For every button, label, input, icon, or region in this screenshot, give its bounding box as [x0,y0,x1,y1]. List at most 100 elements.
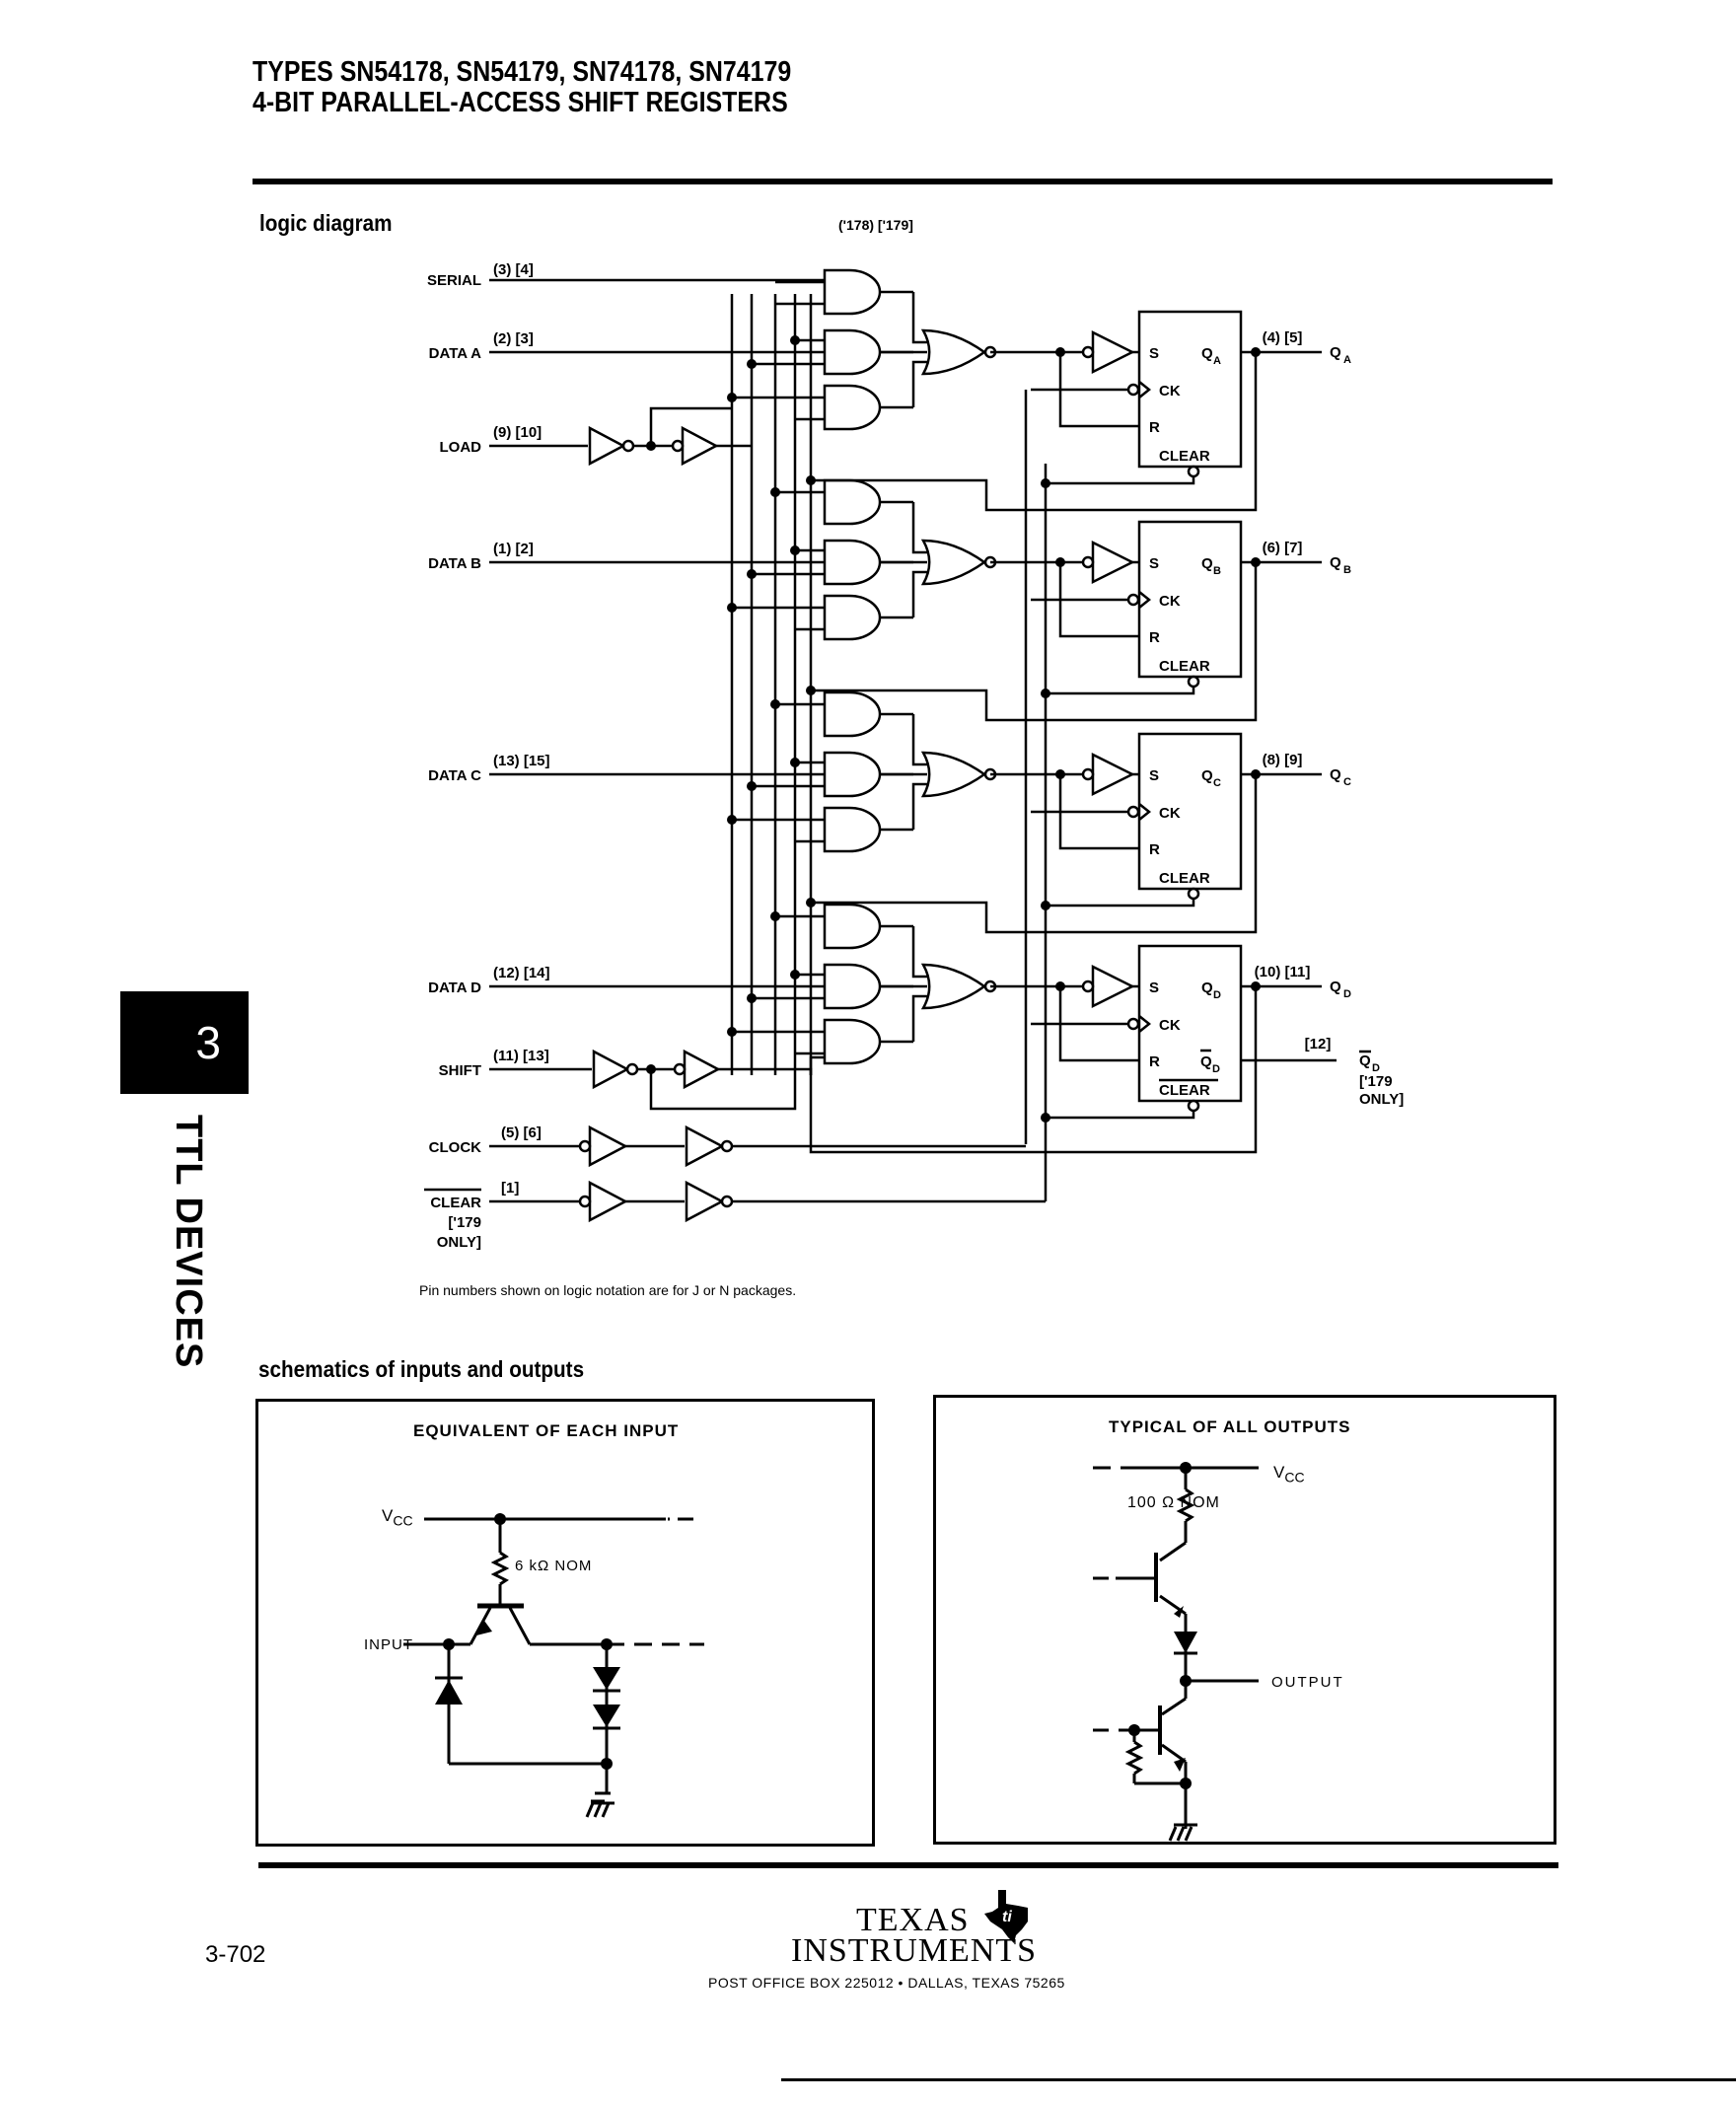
q-output-sub: B [1343,564,1351,576]
schematics-heading: schematics of inputs and outputs [258,1356,585,1382]
input-resistor-label: 6 kΩ NOM [515,1558,593,1574]
flip-flop [1137,732,1243,891]
and-gate [823,384,882,431]
section-tab: 3 [120,991,249,1094]
ff-q-sub: B [1213,565,1221,577]
clear-inverter [685,1180,725,1223]
wire [718,1067,813,1075]
ff-r-label: R [1149,1053,1160,1070]
inversion-bubble [1126,1017,1140,1031]
wire [911,994,927,1042]
wire [911,570,927,617]
data-input-label: DATA A [429,345,481,362]
clock-triangle [1138,381,1152,399]
junction-dot [1128,1724,1140,1736]
and-gate [823,594,882,641]
clock-triangle [1138,803,1152,821]
wire [911,502,927,554]
inversion-bubble [621,439,635,453]
flip-flop [1137,520,1243,679]
ff-clear-label: CLEAR [1159,1082,1210,1099]
q-output-sub: A [1343,354,1351,366]
q-output-label: Q [1330,554,1341,571]
clock-triangle [1138,591,1152,609]
output-vcc-label: VCC [1273,1463,1305,1486]
clear-bubble [1187,465,1200,478]
wire [911,714,927,766]
ff-q-sub: C [1213,777,1221,789]
output-resistor-label: 100 Ω NOM [1127,1494,1220,1511]
clear-note: ['179 [448,1214,481,1231]
qd-bar-label: Q [1200,1053,1212,1070]
load-buffer [681,425,719,467]
input-label: INPUT [364,1636,413,1653]
clock-inverter [685,1125,725,1168]
output-box-title: TYPICAL OF ALL OUTPUTS [1109,1417,1351,1436]
pin-footnote: Pin numbers shown on logic notation are … [419,1282,797,1298]
ff-q-label: Q [1201,345,1213,362]
qd-bar-out-label: Q [1359,1052,1371,1069]
and-gate [823,963,882,1010]
ff-s-label: S [1149,767,1159,784]
wire [911,782,927,830]
qd-bar-sub: D [1212,1063,1220,1075]
wire [1046,899,1195,907]
ff-clear-label: CLEAR [1159,870,1210,887]
ff-s-label: S [1149,979,1159,996]
and-gate [823,751,882,798]
nor-gate [920,328,987,376]
and-gate [823,328,882,376]
and-gate [823,539,882,586]
inverter-buffer [1091,752,1135,797]
qd-bar-note: ['179 [1359,1073,1393,1090]
data-input-label: DATA B [428,555,481,572]
package-legend: ('178) ['179] [838,217,913,233]
footer-rule [258,1862,1558,1868]
and-gate [823,903,882,950]
qd-bar-note: ONLY] [1359,1091,1404,1108]
and-gate [823,478,882,526]
clear-buffer [588,1180,628,1223]
and-gate [823,268,882,316]
clear-bubble [1187,1099,1200,1113]
inversion-bubble [578,1139,592,1153]
data-input-pins: (2) [3] [493,330,534,347]
wire [811,774,1258,934]
clock-pins: (5) [6] [501,1125,542,1141]
ff-ck-label: CK [1159,383,1181,399]
clear-note: ONLY] [437,1234,481,1251]
serial-label: SERIAL [427,272,481,289]
input-circuit [403,1513,704,1818]
q-output-sub: D [1343,988,1351,1000]
shift-buffer [683,1049,721,1090]
output-circuit [1093,1462,1259,1842]
company-line-1: TEXAS [856,1902,970,1938]
and-gate [823,1018,882,1065]
section-number: 3 [195,1017,221,1068]
wire [911,360,927,407]
title-line-1: TYPES SN54178, SN54179, SN74178, SN74179 [253,56,792,88]
bottom-scan-line [781,2078,1736,2081]
header-rule [253,179,1553,184]
inversion-bubble [1126,805,1140,819]
inverter-buffer [1091,329,1135,375]
ff-q-label: Q [1201,555,1213,572]
inversion-bubble [720,1195,734,1208]
company-line-2: INSTRUMENTS [791,1932,1038,1969]
logic-diagram-heading: logic diagram [259,210,393,236]
q-output-sub: C [1343,776,1351,788]
ff-clear-label: CLEAR [1159,658,1210,675]
data-input-pins: (1) [2] [493,541,534,557]
clear-label: CLEAR [430,1195,481,1211]
q-output-pins: (6) [7] [1263,540,1303,556]
ff-r-label: R [1149,629,1160,646]
junction-dot [1180,1675,1192,1687]
data-input-pins: (13) [15] [493,753,550,769]
q-output-pins: (8) [9] [1263,752,1303,768]
q-output-label: Q [1330,344,1341,361]
wire [809,986,1258,1154]
company-address: POST OFFICE BOX 225012 • DALLAS, TEXAS 7… [708,1975,1065,1991]
ff-ck-label: CK [1159,593,1181,610]
ff-s-label: S [1149,555,1159,572]
